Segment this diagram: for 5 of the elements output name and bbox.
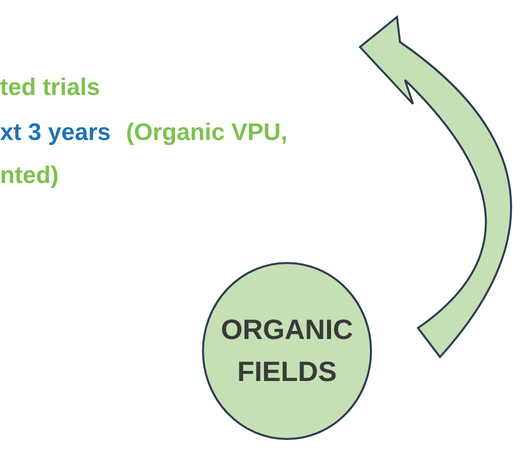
- note-text: nted): [0, 164, 59, 188]
- note-text: ted trials: [0, 76, 100, 100]
- ellipse-node: ORGANIC FIELDS: [202, 262, 372, 440]
- note-text: xt 3 years: [0, 121, 111, 145]
- note-text: (Organic VPU,: [126, 121, 288, 145]
